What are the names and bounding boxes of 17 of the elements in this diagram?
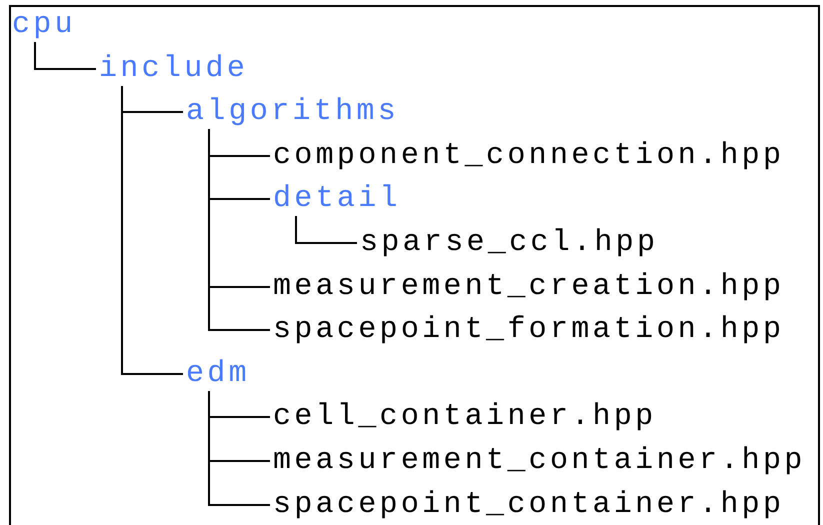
file-name: spacepoint_formation.hpp [273,313,784,348]
tree-connector [208,391,270,506]
tree-connector [34,42,96,70]
folder-name: cpu [12,8,76,42]
file-name: measurement_container.hpp [273,444,806,478]
folder-name: include [99,52,248,86]
file-name: component_connection.hpp [273,138,784,173]
file-name: sparse_ccl.hpp [360,226,658,260]
folder-name: edm [186,356,250,391]
file-name: cell_container.hpp [273,400,656,434]
folder-name: algorithms [186,95,400,130]
file-name: measurement_creation.hpp [273,270,784,304]
file-name: spacepoint_container.hpp [273,488,784,522]
tree-connector [121,86,183,375]
tree-connector [208,129,270,331]
tree-connector [295,216,357,244]
folder-name: detail [273,182,401,216]
